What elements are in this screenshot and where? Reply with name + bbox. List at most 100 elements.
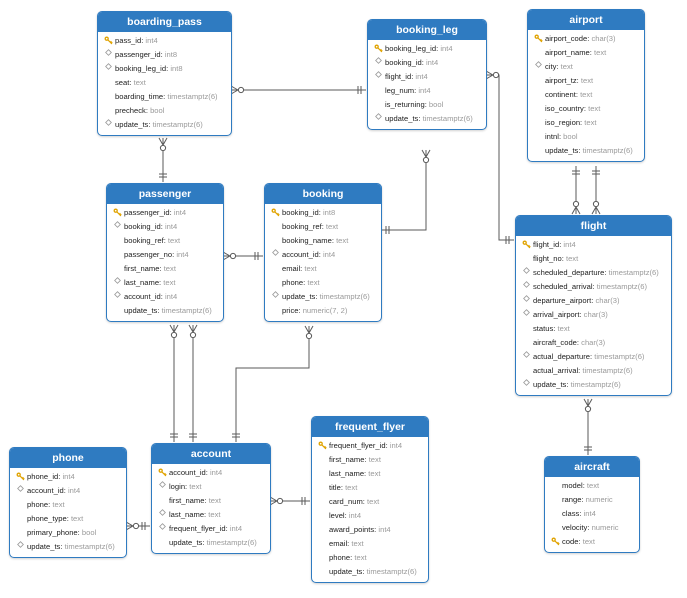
column-row[interactable]: pass_id: int4	[98, 34, 231, 48]
column-row[interactable]: boarding_time: timestamptz(6)	[98, 90, 231, 104]
column-type: int4	[322, 250, 336, 259]
column-row[interactable]: update_ts: timestamptz(6)	[312, 565, 428, 579]
column-row[interactable]: last_name: text	[152, 508, 270, 522]
column-row[interactable]: departure_airport: char(3)	[516, 294, 671, 308]
column-row[interactable]: booking_id: int4	[107, 220, 223, 234]
column-row[interactable]: booking_ref: text	[107, 234, 223, 248]
column-row[interactable]: booking_name: text	[265, 234, 381, 248]
column-row[interactable]: frequent_flyer_id: int4	[152, 522, 270, 536]
column-type: text	[336, 236, 349, 245]
column-row[interactable]: account_id: int4	[152, 466, 270, 480]
column-row[interactable]: passenger_id: int4	[107, 206, 223, 220]
column-row[interactable]: primary_phone: bool	[10, 526, 126, 540]
column-row[interactable]: scheduled_departure: timestamptz(6)	[516, 266, 671, 280]
column-row[interactable]: card_num: text	[312, 495, 428, 509]
column-row[interactable]: flight_id: int4	[516, 238, 671, 252]
column-row[interactable]: last_name: text	[312, 467, 428, 481]
column-row[interactable]: aircraft_code: char(3)	[516, 336, 671, 350]
column-row[interactable]: flight_no: text	[516, 252, 671, 266]
column-separator: :	[340, 483, 346, 492]
column-row[interactable]: precheck: bool	[98, 104, 231, 118]
column-row[interactable]: update_ts: timestamptz(6)	[265, 290, 381, 304]
column-separator: :	[300, 264, 305, 273]
column-row[interactable]: price: numeric(7, 2)	[265, 304, 381, 318]
column-name: first_name	[124, 264, 160, 273]
column-row[interactable]: status: text	[516, 322, 671, 336]
column-row[interactable]: passenger_no: int4	[107, 248, 223, 262]
column-name: booking_name	[282, 236, 332, 245]
column-row[interactable]: actual_arrival: timestamptz(6)	[516, 364, 671, 378]
blank-icon	[317, 467, 327, 481]
column-row[interactable]: flight_id: int4	[368, 70, 486, 84]
column-row[interactable]: update_ts: timestamptz(6)	[368, 112, 486, 126]
column-row[interactable]: phone_id: int4	[10, 470, 126, 484]
column-row[interactable]: booking_ref: text	[265, 220, 381, 234]
column-row[interactable]: continent: text	[528, 88, 644, 102]
column-row[interactable]: code: text	[545, 535, 639, 549]
column-row[interactable]: is_returning: bool	[368, 98, 486, 112]
column-row[interactable]: login: text	[152, 480, 270, 494]
column-row[interactable]: email: text	[312, 537, 428, 551]
column-row[interactable]: update_ts: timestamptz(6)	[107, 304, 223, 318]
column-row[interactable]: scheduled_arrival: timestamptz(6)	[516, 280, 671, 294]
column-row[interactable]: account_id: int4	[107, 290, 223, 304]
column-row[interactable]: range: numeric	[545, 493, 639, 507]
column-row[interactable]: city: text	[528, 60, 644, 74]
crow-foot	[575, 206, 581, 215]
column-row[interactable]: last_name: text	[107, 276, 223, 290]
column-name: price	[282, 306, 299, 315]
column-row[interactable]: phone_type: text	[10, 512, 126, 526]
column-row[interactable]: model: text	[545, 479, 639, 493]
column-row[interactable]: level: int4	[312, 509, 428, 523]
column-row[interactable]: seat: text	[98, 76, 231, 90]
column-row[interactable]: email: text	[265, 262, 381, 276]
column-row[interactable]: booking_id: int8	[265, 206, 381, 220]
column-row[interactable]: iso_region: text	[528, 116, 644, 130]
column-row[interactable]: award_points: int4	[312, 523, 428, 537]
column-row[interactable]: actual_departure: timestamptz(6)	[516, 350, 671, 364]
column-row[interactable]: phone: text	[10, 498, 126, 512]
column-row[interactable]: velocity: numeric	[545, 521, 639, 535]
column-separator: :	[556, 62, 561, 71]
column-row[interactable]: update_ts: timestamptz(6)	[516, 378, 671, 392]
column-row[interactable]: update_ts: timestamptz(6)	[10, 540, 126, 554]
column-row[interactable]: update_ts: timestamptz(6)	[98, 118, 231, 132]
column-row[interactable]: phone: text	[312, 551, 428, 565]
column-type: text	[304, 264, 317, 273]
column-row[interactable]: airport_code: char(3)	[528, 32, 644, 46]
table-airport[interactable]: airport airport_code: char(3)airport_nam…	[527, 9, 645, 162]
column-name: update_ts	[27, 542, 61, 551]
column-row[interactable]: account_id: int4	[10, 484, 126, 498]
column-row[interactable]: update_ts: timestamptz(6)	[152, 536, 270, 550]
column-row[interactable]: airport_tz: text	[528, 74, 644, 88]
column-row[interactable]: phone: text	[265, 276, 381, 290]
column-row[interactable]: iso_country: text	[528, 102, 644, 116]
column-row[interactable]: update_ts: timestamptz(6)	[528, 144, 644, 158]
column-row[interactable]: arrival_airport: char(3)	[516, 308, 671, 322]
column-row[interactable]: title: text	[312, 481, 428, 495]
foreign-key-icon	[103, 48, 113, 62]
column-row[interactable]: booking_leg_id: int8	[98, 62, 231, 76]
column-row[interactable]: booking_id: int4	[368, 56, 486, 70]
column-row[interactable]: first_name: text	[107, 262, 223, 276]
column-row[interactable]: passenger_id: int8	[98, 48, 231, 62]
column-row[interactable]: class: int4	[545, 507, 639, 521]
column-row[interactable]: intnl: bool	[528, 130, 644, 144]
column-row[interactable]: first_name: text	[312, 453, 428, 467]
column-type: timestamptz(6)	[161, 306, 212, 315]
column-row[interactable]: airport_name: text	[528, 46, 644, 60]
column-row[interactable]: frequent_flyer_id: int4	[312, 439, 428, 453]
column-row[interactable]: account_id: int4	[265, 248, 381, 262]
column-row[interactable]: first_name: text	[152, 494, 270, 508]
column-row[interactable]: booking_leg_id: int4	[368, 42, 486, 56]
column-row[interactable]: leg_num: int4	[368, 84, 486, 98]
